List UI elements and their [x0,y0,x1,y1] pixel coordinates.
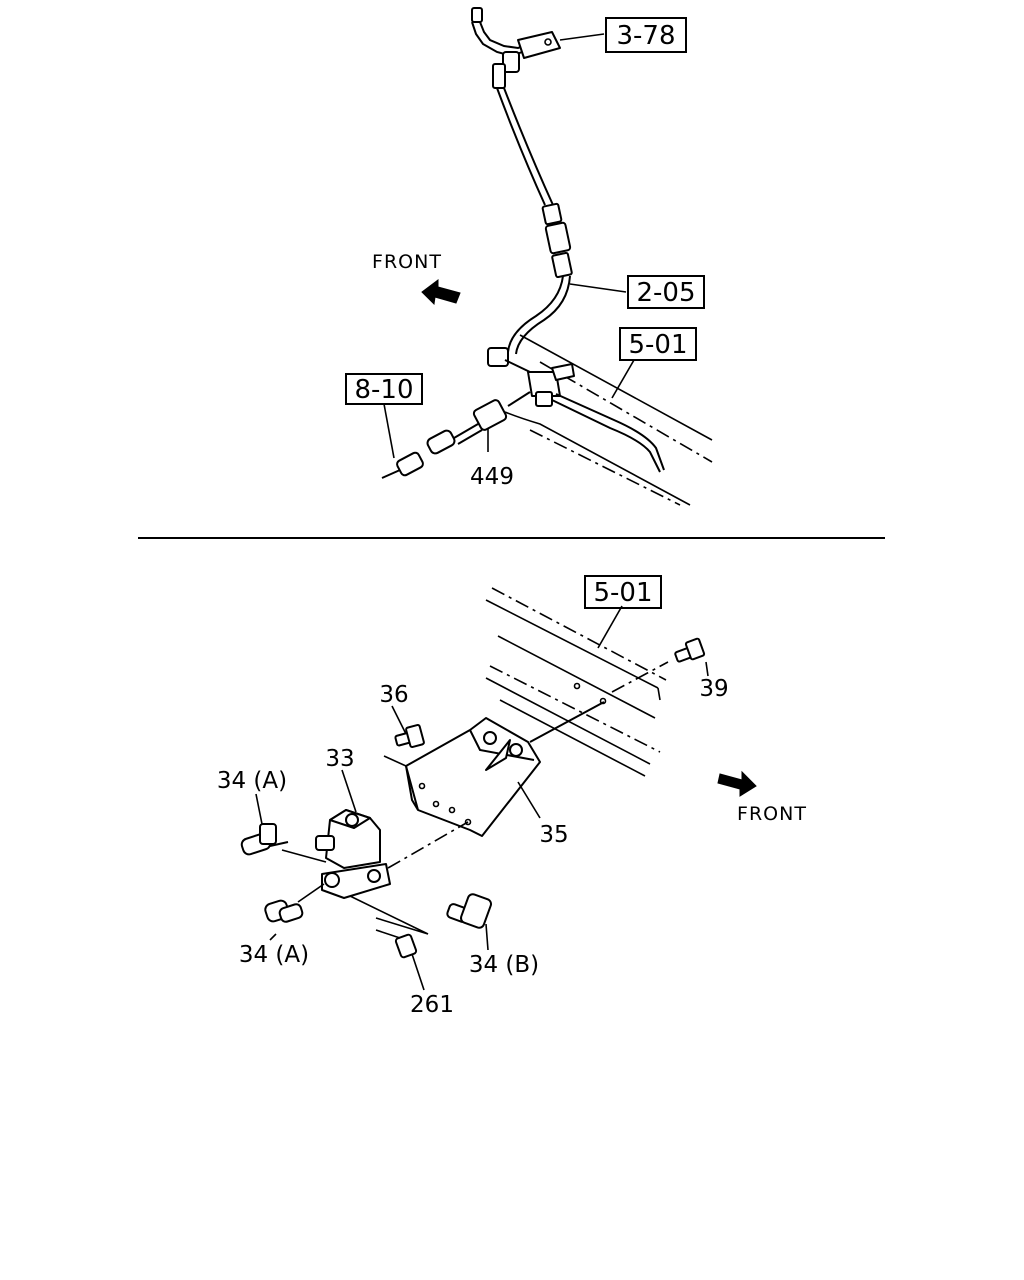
ref-box-2-05-label: 2-05 [636,278,695,308]
upper-diagram: 3-78 2-05 5-01 8-10 449 FRONT [345,7,713,506]
fitting-34a-top [240,823,327,863]
front-arrow-upper: FRONT [372,251,461,306]
ref-box-8-10: 8-10 [345,373,423,405]
part-label-34a-top: 34 (A) [217,768,287,794]
ref-box-5-01-lower: 5-01 [584,575,662,609]
bracket-35 [405,701,605,837]
front-arrow-lower: FRONT [717,770,807,825]
part-label-449: 449 [470,464,514,490]
part-label-34a-bottom: 34 (A) [239,942,309,968]
front-arrow-icon [717,770,757,797]
part-label-261: 261 [410,992,454,1018]
ref-box-8-10-label: 8-10 [354,375,413,405]
brake-hose-assembly [381,7,665,479]
upper-frame-rail [504,334,713,506]
front-label-upper: FRONT [372,251,442,273]
bolt-39 [611,637,706,693]
ref-box-2-05: 2-05 [627,275,705,309]
ref-box-5-01-lower-label: 5-01 [593,578,652,608]
bolt-36 [383,723,425,767]
ref-box-3-78: 3-78 [605,17,687,53]
part-label-39: 39 [699,676,728,702]
valve-33 [315,809,469,899]
fitting-34a-bottom [264,883,325,923]
front-label-lower: FRONT [737,803,807,825]
lower-diagram: 5-01 39 36 33 34 (A) 35 34 (A) 34 (B) 26… [217,575,807,1018]
part-label-35: 35 [539,822,568,848]
part-label-34b: 34 (B) [469,952,539,978]
ref-box-5-01-upper: 5-01 [619,327,697,361]
ref-box-3-78-label: 3-78 [616,21,675,51]
front-arrow-icon [421,279,461,306]
fitting-34b [349,893,492,935]
part-label-36: 36 [379,682,408,708]
part-label-33: 33 [325,746,354,772]
ref-box-5-01-upper-label: 5-01 [628,330,687,360]
plug-261 [375,929,418,959]
